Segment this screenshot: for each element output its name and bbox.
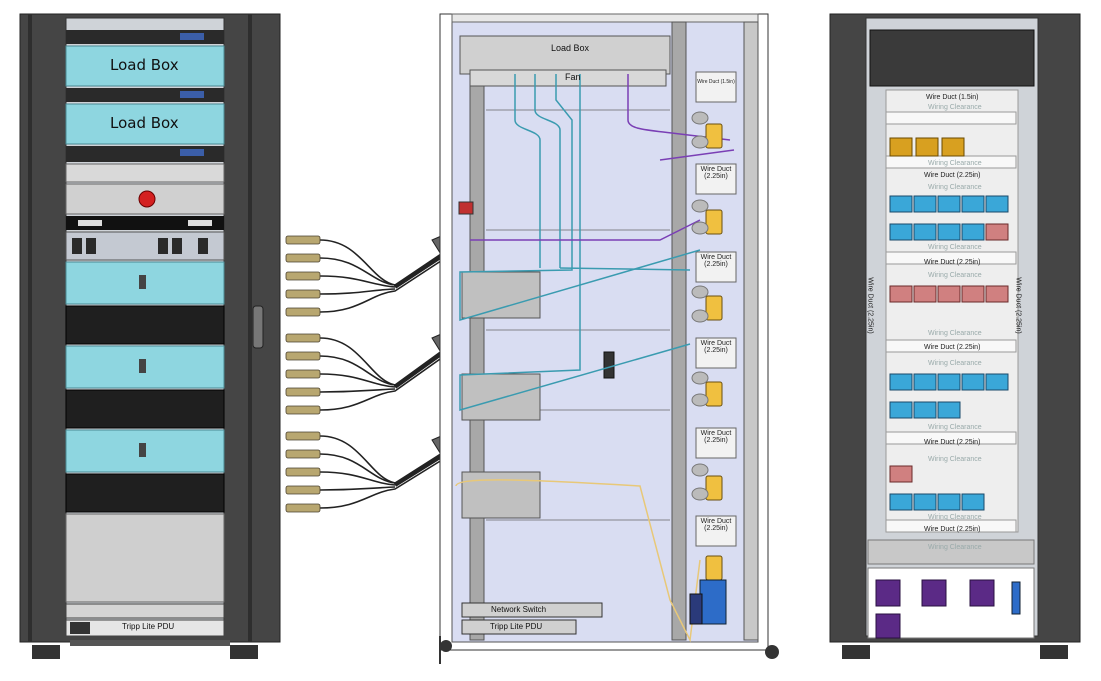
- io-chassis-1: [65, 305, 225, 345]
- right-wiring-clearance-6: Wiring Clearance: [928, 330, 982, 337]
- right-wire-duct-label-5: Wire Duct (2.25in): [924, 526, 981, 533]
- right-wire-duct-label-4: Wire Duct (2.25in): [924, 439, 981, 446]
- middle-rack-backplane: [451, 21, 759, 643]
- right-rack: [829, 13, 1081, 659]
- right-side-duct-right-label: Wire Duct (2.25in): [1014, 277, 1022, 334]
- middle-pdu-label: Tripp Lite PDU: [490, 622, 543, 631]
- io-module-2: [461, 373, 541, 421]
- middle-fan-label: Fan: [565, 72, 581, 82]
- middle-wire-duct-label-5: Wire Duct (2.25in): [700, 518, 732, 533]
- harness-connectors: [285, 235, 321, 513]
- io-chassis-2: [65, 389, 225, 429]
- middle-load-box-label: Load Box: [551, 43, 590, 53]
- relay-block: [699, 579, 727, 625]
- left-load-box-top-label: Load Box: [110, 56, 179, 74]
- right-wire-duct-label-1: Wire Duct (2.25in): [924, 172, 981, 179]
- middle-load-box: [459, 35, 671, 75]
- right-wiring-clearance-1: Wiring Clearance: [928, 104, 982, 111]
- middle-wire-duct-small-label: Wire Duct (1.5in): [697, 79, 735, 85]
- middle-network-switch-label: Network Switch: [491, 605, 547, 614]
- network-switch-unit: [65, 603, 225, 619]
- cable-yellow: [455, 479, 701, 643]
- middle-pdu: [461, 619, 577, 635]
- load-box-panel-bottom: [65, 103, 225, 145]
- right-wiring-clearance-2: Wiring Clearance: [928, 160, 982, 167]
- right-wiring-clearance-4: Wiring Clearance: [928, 244, 982, 251]
- io-chassis-3: [65, 473, 225, 513]
- middle-network-switch: [461, 602, 603, 618]
- right-wiring-clearance-11: Wiring Clearance: [928, 544, 982, 551]
- right-wiring-clearance-8: Wiring Clearance: [928, 424, 982, 431]
- right-wiring-clearance-5: Wiring Clearance: [928, 272, 982, 279]
- right-wiring-clearance-10: Wiring Clearance: [928, 514, 982, 521]
- cable-harnesses: [319, 239, 451, 509]
- middle-wire-duct-label-1: Wire Duct (2.25in): [700, 166, 732, 181]
- right-wire-duct-top-label: Wire Duct (1.5in): [926, 94, 979, 101]
- middle-rack: [439, 13, 779, 664]
- middle-wire-duct-label-4: Wire Duct (2.25in): [700, 430, 732, 445]
- io-module-3: [461, 471, 541, 519]
- io-module-1: [461, 271, 541, 319]
- middle-wire-duct-label-2: Wire Duct (2.25in): [700, 254, 732, 269]
- right-wiring-clearance-9: Wiring Clearance: [928, 456, 982, 463]
- left-load-box-bottom-label: Load Box: [110, 114, 179, 132]
- middle-fan: [469, 69, 667, 87]
- pdu-unit: [65, 619, 225, 637]
- middle-wire-duct-label-3: Wire Duct (2.25in): [700, 340, 732, 355]
- right-side-duct-left-label: Wire Duct (2.25in): [866, 277, 874, 334]
- left-rack: [19, 13, 281, 659]
- door-handle: [252, 305, 264, 349]
- estop-button: [138, 190, 156, 208]
- right-wire-duct-label-3: Wire Duct (2.25in): [924, 344, 981, 351]
- left-pdu-label: Tripp Lite PDU: [122, 622, 175, 631]
- right-wire-duct-label-2: Wire Duct (2.25in): [924, 259, 981, 266]
- right-wiring-clearance-3: Wiring Clearance: [928, 184, 982, 191]
- right-top-box: [869, 29, 1035, 87]
- load-box-panel-top: [65, 45, 225, 87]
- right-wiring-clearance-7: Wiring Clearance: [928, 360, 982, 367]
